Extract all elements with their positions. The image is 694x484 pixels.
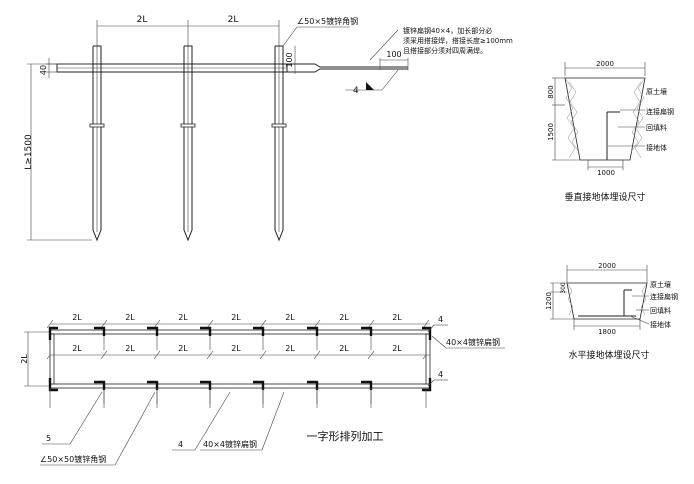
dim-800: 800 bbox=[547, 85, 555, 98]
angle-steel-mark bbox=[94, 380, 106, 390]
dim-length: L≥1500 bbox=[24, 134, 34, 170]
angle-steel-mark bbox=[307, 326, 319, 336]
dim-1000: 1000 bbox=[597, 169, 615, 177]
dim-100-vertical: 100 bbox=[285, 52, 294, 67]
ground-rod bbox=[180, 45, 196, 242]
dim-2l-label: 2L bbox=[137, 15, 148, 25]
dim-1200: 1200 bbox=[545, 292, 553, 310]
dim-2l-label: 2L bbox=[72, 344, 82, 353]
weld-size: 5 bbox=[46, 434, 51, 443]
ground-rod bbox=[89, 45, 105, 242]
dim-2l-label: 2L bbox=[72, 313, 82, 322]
flat-steel-label: 40×4镀锌扁钢 bbox=[203, 439, 257, 449]
dim-2l-label: 2L bbox=[178, 313, 188, 322]
angle-steel-mark bbox=[147, 326, 159, 336]
label-backfill: 回填料 bbox=[646, 123, 667, 132]
angle-steel-mark bbox=[200, 380, 212, 390]
angle-steel-label: ∠50×50镀锌角钢 bbox=[40, 454, 106, 464]
angle-steel-label: ∠50×5镀锌角钢 bbox=[297, 16, 358, 26]
dim-2l-label: 2L bbox=[125, 344, 135, 353]
angle-steel-mark bbox=[361, 326, 373, 336]
angle-steel-mark bbox=[147, 380, 159, 390]
dim-2l-label: 2L bbox=[228, 15, 239, 25]
dim-300: 300 bbox=[560, 282, 567, 294]
dim-2l-label: 2L bbox=[392, 313, 402, 322]
flat-steel-bar bbox=[49, 329, 431, 335]
dim-2l-label: 2L bbox=[125, 313, 135, 322]
note-line: 且搭接部分须对四周满焊。 bbox=[403, 46, 487, 55]
dim-2l-label: 2L bbox=[285, 344, 295, 353]
dim-100-horizontal: 100 bbox=[386, 50, 401, 59]
weld-size: 4 bbox=[438, 370, 443, 379]
weld-size: 4 bbox=[353, 86, 359, 96]
dim-40: 40 bbox=[39, 65, 48, 75]
dim-2l-label: 2L bbox=[285, 313, 295, 322]
label-electrode: 接地体 bbox=[650, 320, 671, 329]
vertical-burial-section: 2000 800 1500 1000 原土壤 连接扁钢 回填料 接地体 垂直接地… bbox=[547, 60, 674, 203]
dim-1500: 1500 bbox=[547, 123, 555, 141]
dim-2l-label: 2L bbox=[339, 344, 349, 353]
angle-steel-mark bbox=[253, 326, 265, 336]
label-backfill: 回填料 bbox=[650, 306, 671, 315]
flat-steel-bar bbox=[49, 383, 431, 389]
dim-2l-vertical: 2L bbox=[20, 354, 29, 364]
dim-2l-label: 2L bbox=[392, 344, 402, 353]
angle-steel-mark bbox=[361, 380, 373, 390]
dim-2l-label: 2L bbox=[231, 344, 241, 353]
label-flat-steel: 连接扁钢 bbox=[646, 107, 674, 116]
dim-2l-label: 2L bbox=[178, 344, 188, 353]
note-line: 镀锌扁钢40×4，加长部分必 bbox=[403, 26, 492, 35]
angle-steel-mark bbox=[307, 380, 319, 390]
angle-steel-mark bbox=[253, 380, 265, 390]
dim-1800: 1800 bbox=[598, 328, 616, 336]
horizontal-caption: 水平接地体埋设尺寸 bbox=[568, 349, 649, 361]
top-elevation: 2L 2L ∠50×5镀锌角钢 100 40 100 bbox=[24, 15, 513, 242]
horizontal-burial-section: 2000 300 1200 1800 原土壤 连接扁钢 回填料 接地体 水平接地… bbox=[545, 262, 678, 361]
dim-2l-label: 2L bbox=[339, 313, 349, 322]
label-soil: 原土壤 bbox=[650, 280, 671, 289]
angle-steel-mark bbox=[94, 326, 106, 336]
label-flat-steel: 连接扁钢 bbox=[650, 292, 678, 301]
bottom-title: 一字形排列加工 bbox=[307, 429, 384, 443]
vertical-caption: 垂直接地体埋设尺寸 bbox=[564, 191, 645, 203]
weld-size: 4 bbox=[438, 315, 443, 324]
ground-rod bbox=[271, 45, 287, 242]
angle-steel-mark bbox=[422, 326, 432, 340]
dim-2l-label: 2L bbox=[231, 313, 241, 322]
angle-steel-mark bbox=[200, 326, 212, 336]
note-line: 须采用搭接焊，搭接长度≥100mm bbox=[403, 36, 513, 45]
label-electrode: 接地体 bbox=[646, 143, 667, 152]
bottom-plan: 2L 2L 2L 2L 2L 2L 2L 2L 2L 2L 2L 2L 2L 2… bbox=[20, 313, 505, 466]
dim-2000: 2000 bbox=[598, 262, 616, 270]
flat-steel-label: 40×4镀锌扁钢 bbox=[446, 337, 500, 347]
angle-steel-mark bbox=[48, 326, 58, 340]
angle-steel-mark bbox=[422, 378, 432, 392]
dim-2000: 2000 bbox=[596, 60, 614, 68]
label-soil: 原土壤 bbox=[646, 87, 667, 96]
weld-size: 4 bbox=[178, 440, 183, 449]
